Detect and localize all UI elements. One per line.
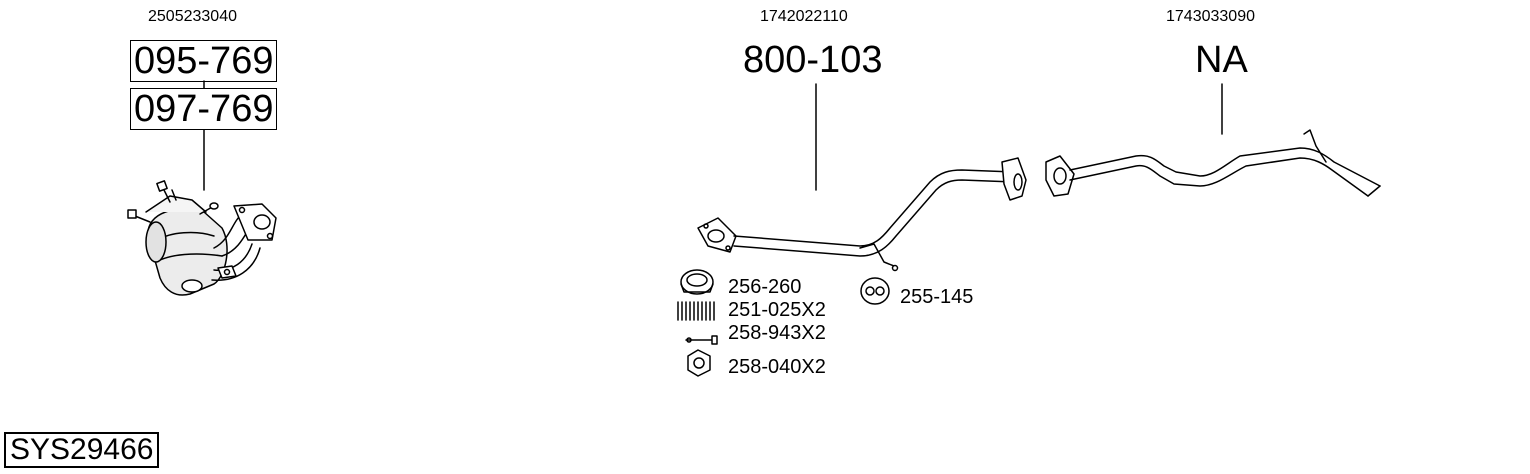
spring-icon (677, 301, 715, 321)
accessory-bolt-label: 258-943X2 (728, 322, 826, 344)
ref-front-pipe: 800-103 (743, 39, 883, 81)
catalytic-converter-part (127, 180, 277, 296)
front-pipe-part (697, 157, 1027, 272)
ref-box-catalyst-1: 095-769 (130, 40, 278, 82)
ref-rear-pipe: NA (1195, 39, 1248, 81)
accessory-spring-label: 251-025X2 (728, 299, 826, 321)
system-id-box: SYS29466 (4, 432, 160, 468)
gasket-icon (680, 269, 714, 295)
oem-number-rear-pipe: 1743033090 (1166, 8, 1255, 25)
nut-icon (687, 349, 711, 377)
rear-pipe-part (1045, 129, 1381, 197)
rubber-hanger-icon (860, 277, 890, 305)
accessory-gasket-label: 256-260 (728, 276, 802, 298)
accessory-nut-label: 258-040X2 (728, 356, 826, 378)
oem-number-front-pipe: 1742022110 (760, 8, 848, 25)
bolt-icon (685, 335, 718, 345)
oem-number-catalyst: 2505233040 (148, 8, 237, 25)
ref-box-catalyst-2: 097-769 (130, 88, 278, 130)
accessory-hanger-label: 255-145 (900, 286, 974, 308)
